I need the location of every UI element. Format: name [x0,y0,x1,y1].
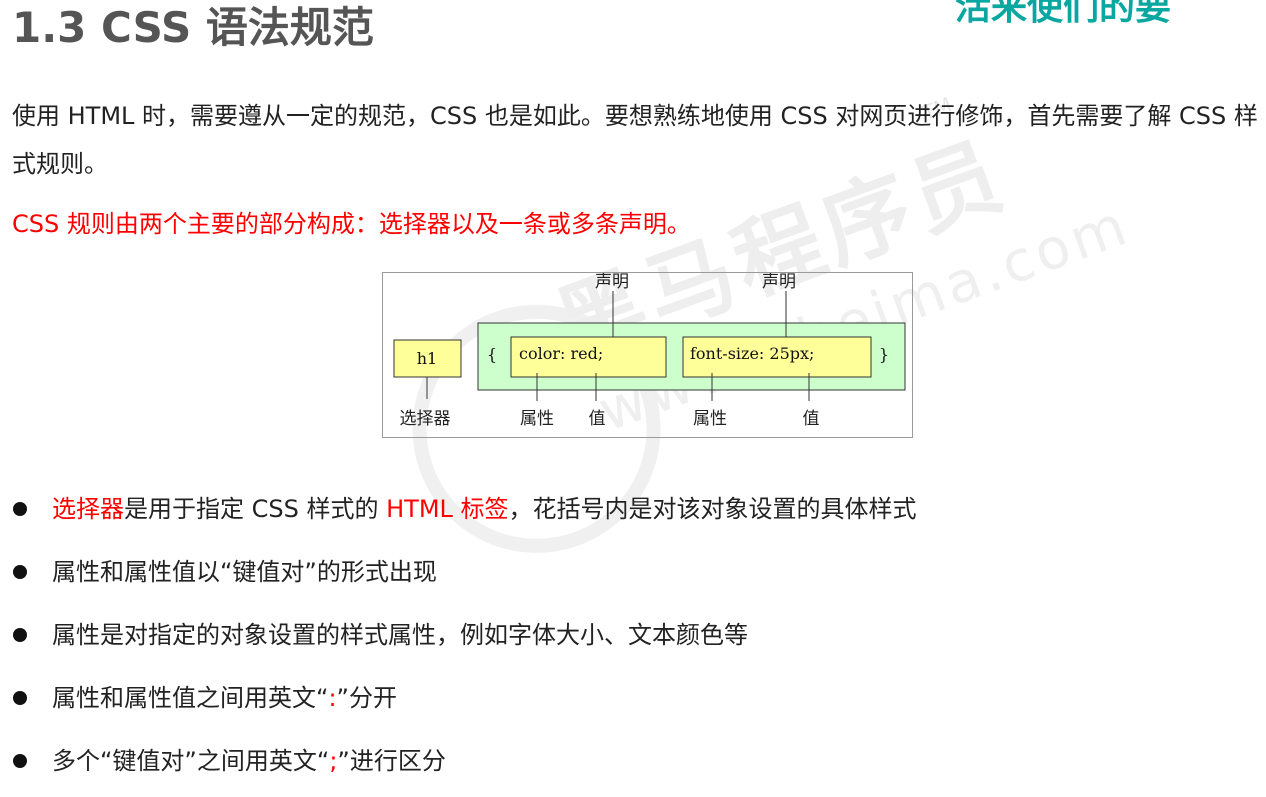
list-item: 属性和属性值以“键值对”的形式出现 [0,545,917,608]
css-syntax-diagram: h1 { } color: red; font-size: 25px; 声明 声… [382,272,913,438]
label-declaration-1: 声明 [595,273,629,292]
rule-highlight: CSS 规则由两个主要的部分构成：选择器以及一条或多条声明。 [12,210,691,238]
bullet-dot-icon [13,502,27,516]
declaration-box-2 [682,336,872,378]
term-selector: 选择器 [52,495,124,523]
bullet-text: 属性是对指定的对象设置的样式属性，例如字体大小、文本颜色等 [52,621,748,649]
bullet-text: ”进行区分 [337,747,446,775]
list-item: 多个“键值对”之间用英文“;”进行区分 [0,734,917,797]
open-brace: { [487,345,497,364]
page-title: 1.3 CSS 语法规范 [12,3,374,52]
rules-list: 选择器是用于指定 CSS 样式的 HTML 标签，花括号内是对该对象设置的具体样… [0,482,917,797]
intro-paragraph: 使用 HTML 时，需要遵从一定的规范，CSS 也是如此。要想熟练地使用 CSS… [12,102,1258,178]
label-property-1: 属性 [520,409,554,429]
label-property-2: 属性 [693,409,727,429]
diagram-svg: h1 { } color: red; font-size: 25px; 声明 声… [393,273,906,429]
close-brace: } [879,345,889,364]
colon-mark: : [328,684,337,712]
bullet-text: 属性和属性值之间用英文“ [52,684,329,712]
label-value-1: 值 [589,409,606,429]
bullet-dot-icon [13,691,27,705]
label-selector: 选择器 [400,409,451,429]
label-value-2: 值 [803,409,820,429]
semicolon-mark: ; [329,747,338,775]
list-item: 选择器是用于指定 CSS 样式的 HTML 标签，花括号内是对该对象设置的具体样… [0,482,917,545]
bullet-text: 多个“键值对”之间用英文“ [52,747,330,775]
declaration-text-1: color: red; [519,344,603,363]
label-declaration-2: 声明 [762,273,796,292]
bullet-text: 是用于指定 CSS 样式的 [124,495,387,523]
bullet-text: ”分开 [336,684,397,712]
selector-text: h1 [417,349,437,368]
bullet-dot-icon [13,754,27,768]
list-item: 属性和属性值之间用英文“:”分开 [0,671,917,734]
corner-brand-text: 活来使们的要 [955,0,1172,28]
bullet-dot-icon [13,628,27,642]
declaration-text-2: font-size: 25px; [690,344,814,363]
list-item: 属性是对指定的对象设置的样式属性，例如字体大小、文本颜色等 [0,608,917,671]
term-html-tag: HTML 标签 [386,495,509,523]
bullet-text: ，花括号内是对该对象设置的具体样式 [508,495,917,523]
bullet-dot-icon [13,565,27,579]
declaration-box-1 [510,336,667,378]
selector-box [393,339,462,378]
bullet-text: 属性和属性值以“键值对”的形式出现 [52,558,437,586]
